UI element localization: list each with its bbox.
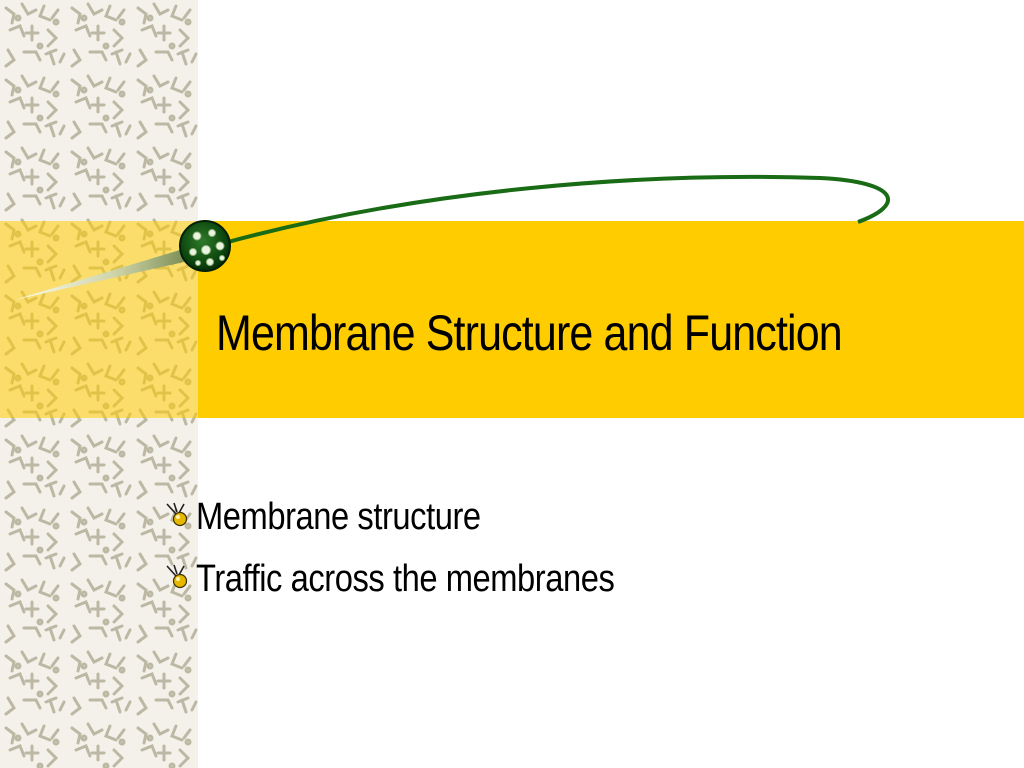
molecule-bullet-icon: [162, 500, 196, 534]
bullet-text: Membrane structure: [196, 496, 481, 538]
bullet-list: Membrane structure Traffic across the me…: [162, 486, 683, 610]
title-band-fill: [198, 221, 1024, 418]
bullet-text: Traffic across the membranes: [196, 558, 615, 600]
bullet-item: Traffic across the membranes: [162, 548, 683, 610]
bullet-item: Membrane structure: [162, 486, 683, 548]
molecule-bullet-icon: [162, 562, 196, 596]
title-band-left-overlay: [0, 221, 198, 418]
slide-title: Membrane Structure and Function: [216, 305, 843, 361]
